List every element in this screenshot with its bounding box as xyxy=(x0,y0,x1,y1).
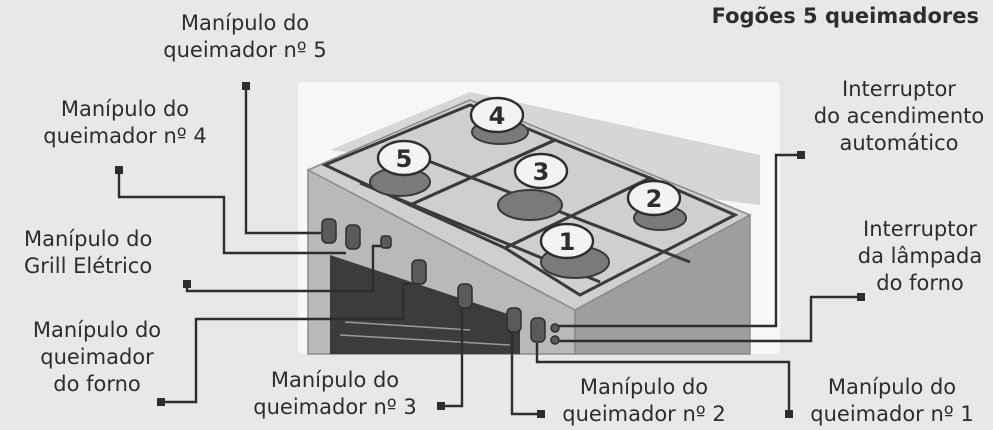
side-panel xyxy=(574,213,751,355)
label-line: Manípulo do xyxy=(60,97,190,121)
knob-queimador-1 xyxy=(530,317,546,343)
grill-switch xyxy=(380,235,392,249)
badge-burner-3: 3 xyxy=(513,152,569,190)
oven-rack xyxy=(339,321,511,346)
label-line: Manípulo do xyxy=(827,375,957,399)
label-line: queimador nº 2 xyxy=(562,402,726,426)
knob-queimador-4 xyxy=(345,224,361,250)
label-acendimento: Interruptor do acendimento automático xyxy=(808,76,990,157)
badge-burner-4: 4 xyxy=(469,96,525,134)
label-line: da lâmpada xyxy=(857,244,983,268)
leader-acendimento xyxy=(559,153,801,328)
badge-label-2: 2 xyxy=(646,185,663,213)
leader-queimador-4 xyxy=(117,170,346,255)
label-line: Manípulo do xyxy=(579,375,709,399)
oven-window xyxy=(330,255,520,354)
label-line: Manípulo do xyxy=(32,318,162,342)
badge-burner-5: 5 xyxy=(376,139,432,177)
ignition-button xyxy=(550,323,560,333)
knob-queimador-3 xyxy=(457,283,473,309)
label-queimador-1: Manípulo do queimador nº 1 xyxy=(797,374,987,428)
label-queimador-5: Manípulo do queimador nº 5 xyxy=(150,10,340,64)
leader-grill xyxy=(185,244,381,293)
badge-burner-2: 2 xyxy=(626,179,682,217)
knob-queimador-5 xyxy=(321,218,337,244)
label-line: Manípulo do xyxy=(180,11,310,35)
badge-burner-1: 1 xyxy=(539,222,595,260)
label-queimador-4: Manípulo do queimador nº 4 xyxy=(30,96,220,150)
label-forno: Manípulo do queimador do forno xyxy=(22,317,172,398)
label-queimador-3: Manípulo do queimador nº 3 xyxy=(240,367,430,421)
diagram-title: Fogões 5 queimadores xyxy=(711,4,979,28)
leader-queimador-1 xyxy=(535,343,791,414)
knobs xyxy=(321,218,560,345)
label-line: Interruptor xyxy=(863,217,977,241)
badge-label-5: 5 xyxy=(396,145,413,173)
label-line: queimador nº 4 xyxy=(43,124,207,148)
leader-lampada xyxy=(559,295,861,343)
label-line: Manípulo do xyxy=(270,368,400,392)
label-line: Grill Elétrico xyxy=(24,254,153,278)
leader-end-squares xyxy=(115,82,865,418)
lamp-button xyxy=(550,335,560,345)
knob-forno xyxy=(411,259,427,285)
leader-queimador-5 xyxy=(244,86,321,235)
leader-queimador-3 xyxy=(441,309,464,408)
leader-lines xyxy=(117,86,861,416)
leader-forno xyxy=(161,282,412,404)
label-line: queimador nº 1 xyxy=(810,402,974,426)
label-line: Interruptor xyxy=(842,77,956,101)
burner-badges: 4 5 3 2 1 xyxy=(376,96,682,260)
label-line: automático xyxy=(839,131,959,155)
label-grill: Manípulo do Grill Elétrico xyxy=(24,226,152,280)
label-line: do acendimento xyxy=(813,104,985,128)
label-line: Manípulo do xyxy=(24,227,153,251)
label-line: queimador nº 5 xyxy=(163,38,327,62)
label-queimador-2: Manípulo do queimador nº 2 xyxy=(549,374,739,428)
badge-label-4: 4 xyxy=(489,102,506,130)
knob-queimador-2 xyxy=(506,307,522,333)
label-line: do forno xyxy=(876,271,964,295)
label-line: do forno xyxy=(53,372,141,396)
label-lampada: Interruptor da lâmpada do forno xyxy=(850,216,990,297)
label-line: queimador nº 3 xyxy=(253,395,417,419)
badge-label-3: 3 xyxy=(533,158,550,186)
label-line: queimador xyxy=(40,345,154,369)
leader-queimador-2 xyxy=(510,333,541,416)
badge-label-1: 1 xyxy=(559,228,576,256)
